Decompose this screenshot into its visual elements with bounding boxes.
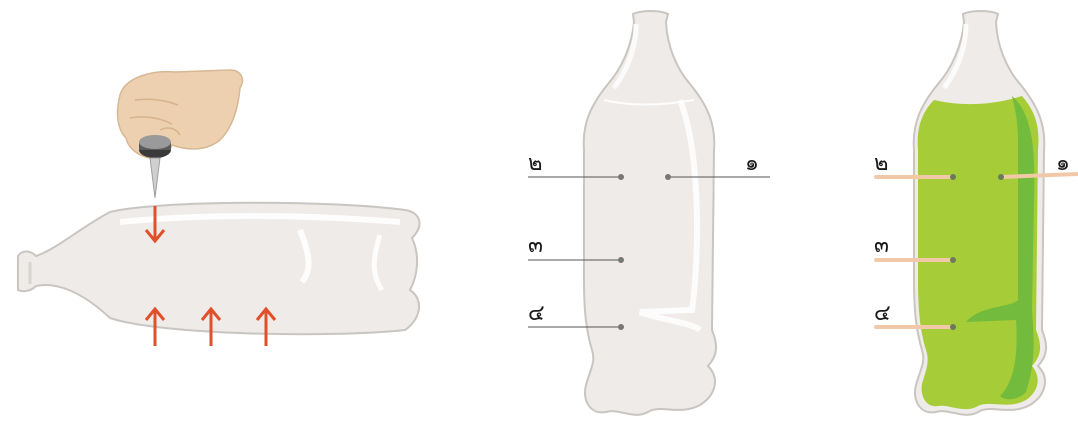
water-label-hole-2: ๒ (874, 151, 889, 176)
empty-bottle (584, 11, 716, 415)
label-hole-3: ๓ (528, 233, 543, 258)
water-bottle (914, 11, 1046, 415)
water-label-hole-1: ๑ (1056, 151, 1070, 176)
water-label-hole-3: ๓ (874, 233, 889, 258)
horizontal-bottle (18, 203, 419, 334)
hole-4-dot (618, 324, 624, 330)
hole-2-dot (618, 174, 624, 180)
water-hole-4-dot (950, 324, 956, 330)
water-label-hole-4: ๔ (874, 301, 891, 326)
hole-3-dot (618, 257, 624, 263)
label-hole-4: ๔ (528, 301, 545, 326)
label-hole-1: ๑ (745, 151, 759, 176)
hole-1-dot (665, 174, 671, 180)
pin-icon (139, 135, 171, 198)
hand-icon (118, 70, 243, 158)
horizontal-bottle-body (18, 203, 419, 334)
water-hole-1-dot (998, 174, 1004, 180)
water-hole-2-dot (950, 174, 956, 180)
label-hole-2: ๒ (528, 151, 543, 176)
water-hole-3-dot (950, 257, 956, 263)
